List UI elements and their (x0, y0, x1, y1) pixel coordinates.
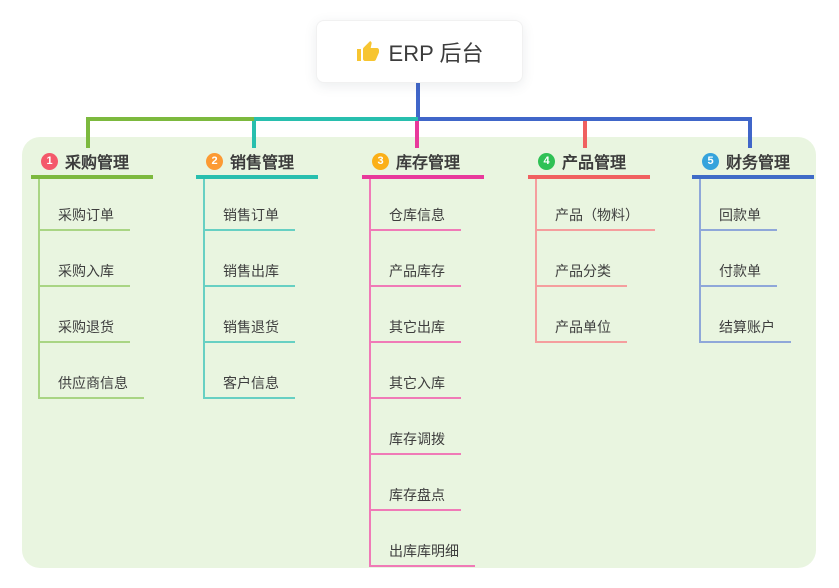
child-node[interactable]: 客户信息 (205, 343, 295, 399)
child-node[interactable]: 产品（物料） (537, 179, 655, 231)
branch-title-label: 库存管理 (396, 155, 461, 172)
child-node[interactable]: 其它入库 (371, 343, 461, 399)
branch-title-node[interactable]: 5 财务管理 (692, 147, 814, 179)
branch-title-node[interactable]: 1 采购管理 (31, 147, 153, 179)
branch-title-label: 产品管理 (562, 155, 627, 172)
child-node[interactable]: 库存调拨 (371, 399, 461, 455)
branch-title-node[interactable]: 4 产品管理 (528, 147, 650, 179)
branch-title-label: 销售管理 (230, 155, 295, 172)
branch-finance: 5 财务管理 回款单 付款单 结算账户 (692, 147, 814, 343)
child-node[interactable]: 产品分类 (537, 231, 627, 287)
connector-bus-segment-teal (254, 117, 418, 121)
branch-2-drop-line (252, 121, 256, 148)
child-node[interactable]: 采购入库 (40, 231, 130, 287)
child-node[interactable]: 销售订单 (205, 179, 295, 231)
child-node[interactable]: 回款单 (701, 179, 777, 231)
branch-title-node[interactable]: 3 库存管理 (362, 147, 484, 179)
root-node-label: ERP 后台 (388, 40, 484, 66)
child-node[interactable]: 采购订单 (40, 179, 130, 231)
branch-inventory: 3 库存管理 仓库信息 产品库存 其它出库 其它入库 库存调拨 库存盘点 出库库… (362, 147, 484, 567)
branch-number-badge: 4 (538, 152, 555, 170)
connector-bus-segment-blue (418, 117, 752, 121)
child-node[interactable]: 付款单 (701, 231, 777, 287)
connector-bus-segment-green (86, 117, 254, 121)
child-node[interactable]: 销售出库 (205, 231, 295, 287)
branch-title-label: 财务管理 (726, 155, 791, 172)
branch-children: 仓库信息 产品库存 其它出库 其它入库 库存调拨 库存盘点 出库库明细 (369, 179, 475, 567)
branch-1-drop-line (86, 121, 90, 148)
thumbs-up-icon (356, 40, 380, 64)
child-node[interactable]: 产品库存 (371, 231, 461, 287)
child-node[interactable]: 采购退货 (40, 287, 130, 343)
branch-children: 采购订单 采购入库 采购退货 供应商信息 (38, 179, 144, 399)
branch-title-label: 采购管理 (65, 155, 130, 172)
branch-4-drop-line (583, 121, 587, 148)
child-node[interactable]: 供应商信息 (40, 343, 144, 399)
child-node[interactable]: 库存盘点 (371, 455, 461, 511)
child-node[interactable]: 产品单位 (537, 287, 627, 343)
branch-number-badge: 5 (702, 152, 719, 170)
branch-number-badge: 2 (206, 152, 223, 170)
child-node[interactable]: 结算账户 (701, 287, 791, 343)
root-node[interactable]: ERP 后台 (316, 20, 523, 83)
branch-children: 产品（物料） 产品分类 产品单位 (535, 179, 655, 343)
root-connector-line (416, 83, 420, 119)
child-node[interactable]: 出库库明细 (371, 511, 475, 567)
child-node[interactable]: 销售退货 (205, 287, 295, 343)
branch-product: 4 产品管理 产品（物料） 产品分类 产品单位 (528, 147, 655, 343)
child-node[interactable]: 其它出库 (371, 287, 461, 343)
branch-sales: 2 销售管理 销售订单 销售出库 销售退货 客户信息 (196, 147, 318, 399)
branches-background-panel (22, 137, 816, 568)
child-node[interactable]: 仓库信息 (371, 179, 461, 231)
branch-children: 回款单 付款单 结算账户 (699, 179, 791, 343)
branch-5-drop-line (748, 121, 752, 148)
branch-purchase: 1 采购管理 采购订单 采购入库 采购退货 供应商信息 (31, 147, 153, 399)
branch-3-drop-line (415, 121, 419, 148)
branch-title-node[interactable]: 2 销售管理 (196, 147, 318, 179)
branch-number-badge: 3 (372, 152, 389, 170)
branch-children: 销售订单 销售出库 销售退货 客户信息 (203, 179, 295, 399)
branch-number-badge: 1 (41, 152, 58, 170)
